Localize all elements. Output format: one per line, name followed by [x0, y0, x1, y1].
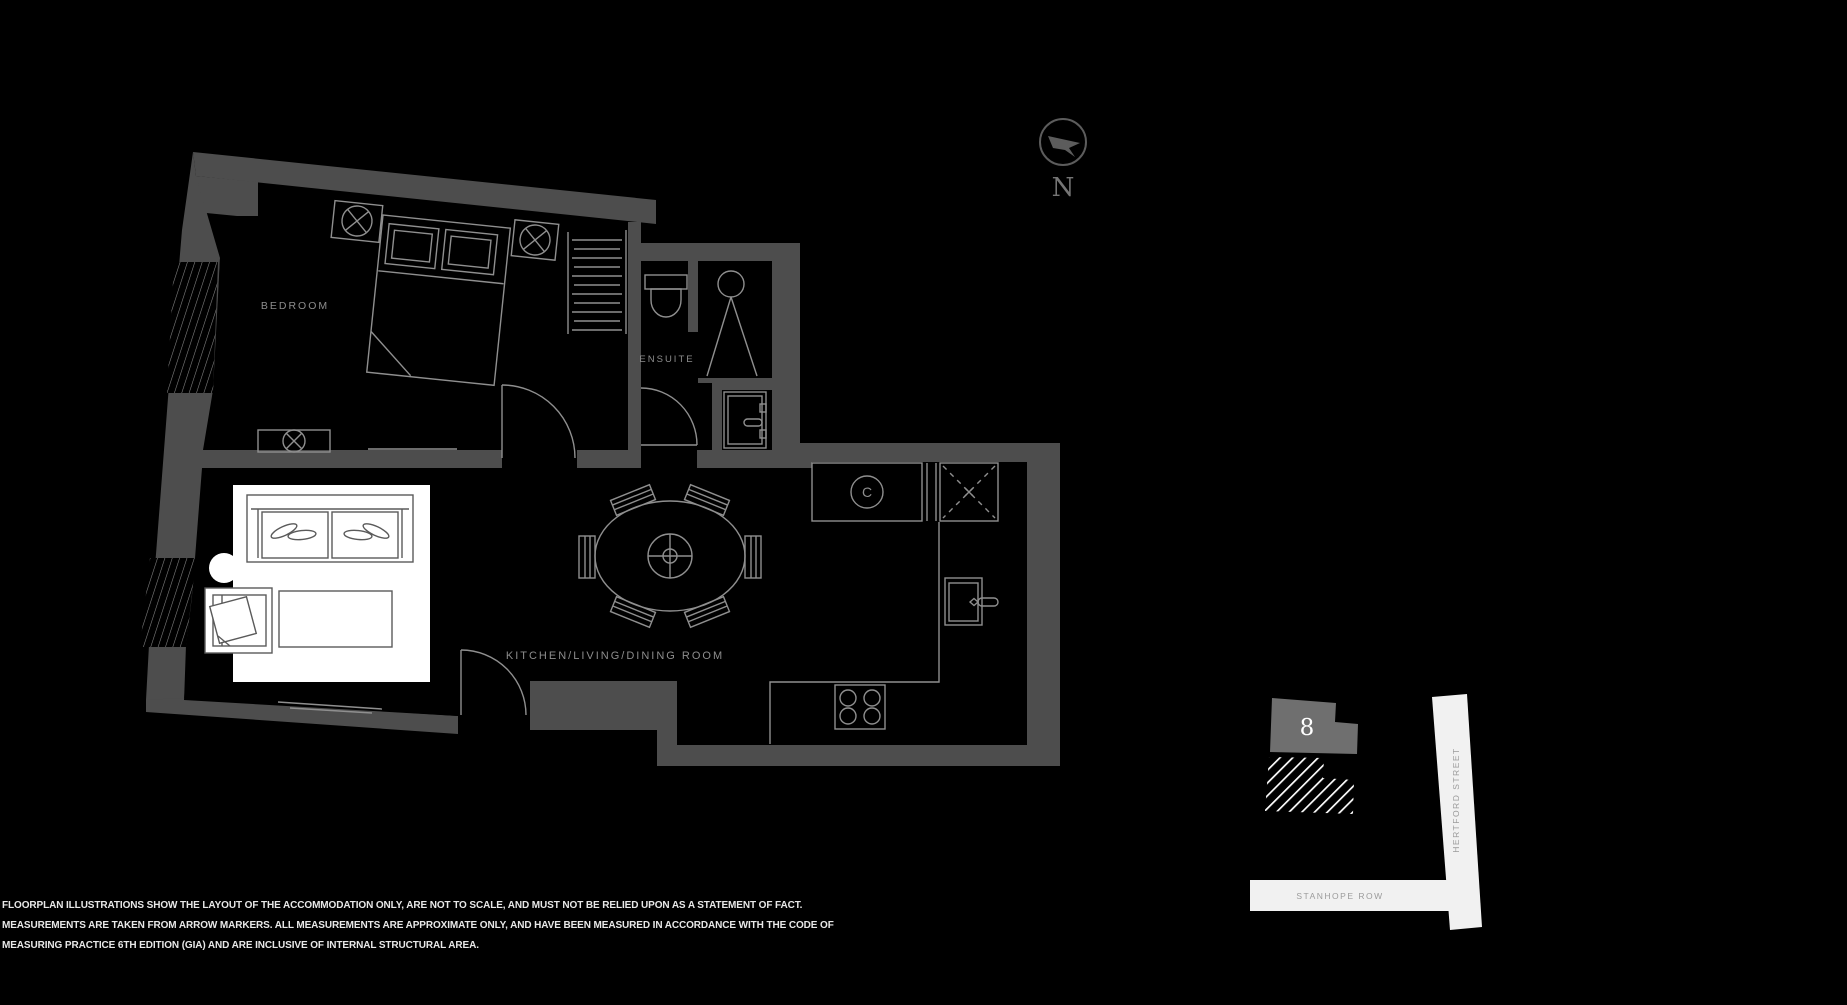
- kitchen-living-dining-label: KITCHEN/LIVING/DINING ROOM: [506, 650, 724, 662]
- site-map: 8 HERTFORD STREET STANHOPE ROW: [1250, 694, 1482, 930]
- ceiling-light-icon: [510, 219, 560, 261]
- north-plane-icon: [1048, 136, 1080, 157]
- disclaimer-line-2: MEASUREMENTS ARE TAKEN FROM ARROW MARKER…: [2, 920, 834, 931]
- door-bedroom: [501, 384, 576, 459]
- building-number: 8: [1300, 715, 1315, 741]
- floorplan: C BEDROOM ENSUIT: [140, 152, 1060, 766]
- armchair: [204, 587, 273, 654]
- window-glazing: [140, 262, 218, 647]
- side-table: [209, 553, 239, 583]
- cupboard-label: C: [862, 484, 872, 500]
- stanhope-row-label: STANHOPE ROW: [1296, 891, 1383, 901]
- compass-circle: [1039, 118, 1087, 166]
- ensuite-label: ENSUITE: [639, 354, 694, 365]
- site-building-hatched: [1265, 757, 1354, 814]
- ceiling-light-icon: [330, 199, 384, 244]
- shower-icon: [706, 270, 758, 377]
- dining-chairs: [578, 483, 762, 629]
- disclaimer: FLOORPLAN ILLUSTRATIONS SHOW THE LAYOUT …: [2, 896, 834, 956]
- basin-icon: [723, 391, 767, 449]
- bedroom-label: BEDROOM: [261, 300, 329, 312]
- compass: N: [1039, 118, 1087, 203]
- disclaimer-line-1: FLOORPLAN ILLUSTRATIONS SHOW THE LAYOUT …: [2, 900, 803, 911]
- hertford-street-label: HERTFORD STREET: [1451, 747, 1461, 852]
- door-entry: [460, 649, 527, 716]
- wardrobe-icon: [567, 230, 627, 334]
- site-building-8: [1270, 698, 1358, 754]
- door-ensuite: [640, 387, 698, 446]
- sink-icon: [944, 577, 999, 626]
- coffee-table: [278, 590, 393, 648]
- bed: [365, 214, 512, 387]
- sofa: [246, 494, 414, 563]
- road-stanhope-row: [1250, 880, 1470, 911]
- counter: [769, 522, 940, 744]
- radiator-light-icon: [257, 429, 457, 453]
- disclaimer-line-3: MEASURING PRACTICE 6TH EDITION (GIA) AND…: [2, 940, 479, 951]
- hob-icon: [834, 684, 886, 730]
- road-hertford-street: [1432, 694, 1482, 930]
- north-label: N: [1052, 173, 1075, 203]
- tv-unit-icon: [277, 701, 383, 714]
- toilet-icon: [644, 274, 688, 318]
- kitchen-units: C: [769, 462, 999, 744]
